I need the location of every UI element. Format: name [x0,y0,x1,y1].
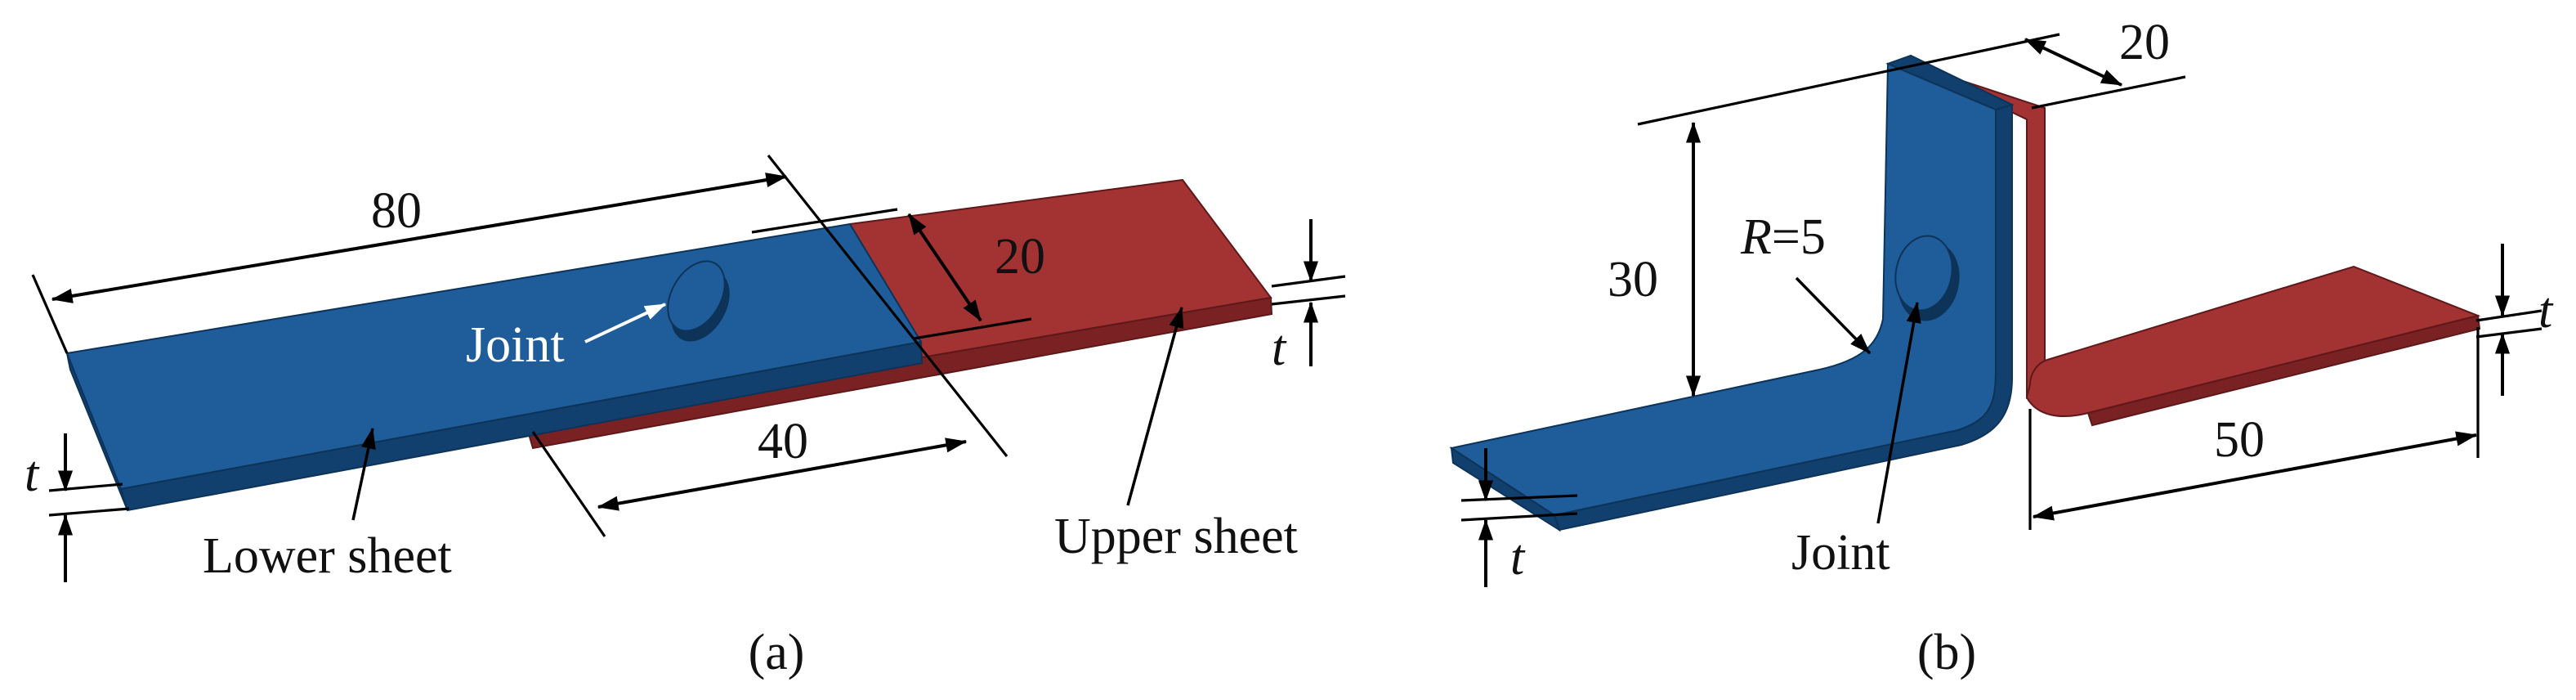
dim-line-80 [51,173,788,303]
upper-sheet-leader [1126,306,1184,506]
panel-b: 30 20 R=5 50 t t Joint (b) [1449,15,2554,680]
joint-leader-a [584,303,667,343]
dim-tb-right-label: t [2538,283,2554,339]
joint-leader-b [1876,301,1921,524]
ext-t-upper-top [1271,275,1346,288]
dim-line-50 [2032,431,2478,521]
lower-sheet-end-face [66,352,128,511]
lower-sheet-label: Lower sheet [203,528,452,584]
ext-80-left [31,274,69,354]
upper-sheet-side-face [525,296,1273,450]
ext-tb-right-bottom [2475,327,2542,339]
upper-flange-side-face [2086,314,2481,427]
joint-label-a: Joint [466,317,565,373]
lower-sheet-top-edge [1885,54,2015,111]
dim-tb-left-label: t [1510,530,1526,586]
ext-80-right [767,155,1008,457]
ext-t-lower-top [48,482,123,492]
dim-line-40 [597,438,968,511]
radius-value: =5 [1772,209,1826,265]
ext-20b-bottom [2031,75,2186,110]
ext-20-top [751,208,898,234]
lower-sheet-side-face [1553,103,2013,532]
joint-label-b: Joint [1791,525,1890,581]
dim-t-upper-label: t [1272,321,1287,376]
panel-a: 80 20 40 t t Joint Lower sheet Upper she… [25,155,1346,680]
ext-tb-right-top [2475,309,2542,322]
radius-leader [1795,276,1872,355]
ext-30-top [1637,33,2060,126]
ext-t-lower-bottom [48,507,130,517]
dim-line-20-a [907,213,982,322]
lower-sheet-leader [351,427,376,521]
dim-30-label: 30 [1608,252,1658,307]
dim-80-label: 80 [371,183,422,239]
dim-20-label-a: 20 [995,229,1045,285]
lower-sheet-end-face [1450,446,1561,532]
joint-b [1894,235,1960,321]
radius-symbol: R [1740,209,1772,265]
ext-40-left [531,431,606,537]
ext-20-bottom [913,317,1032,340]
radius-label: R=5 [1740,209,1826,265]
lower-sheet-b [1449,54,2015,532]
dim-line-20-b [2024,38,2123,87]
ext-t-upper-bottom [1271,294,1346,306]
caption-a: (a) [749,625,805,680]
caption-b: (b) [1917,625,1976,680]
dim-20-label-b: 20 [2119,15,2170,70]
ext-tb-left-bottom [1460,512,1578,522]
dim-50-label: 50 [2214,412,2265,468]
upper-sheet-label: Upper sheet [1054,509,1298,564]
dim-40-label: 40 [758,414,808,469]
dim-t-lower-label: t [25,446,40,502]
